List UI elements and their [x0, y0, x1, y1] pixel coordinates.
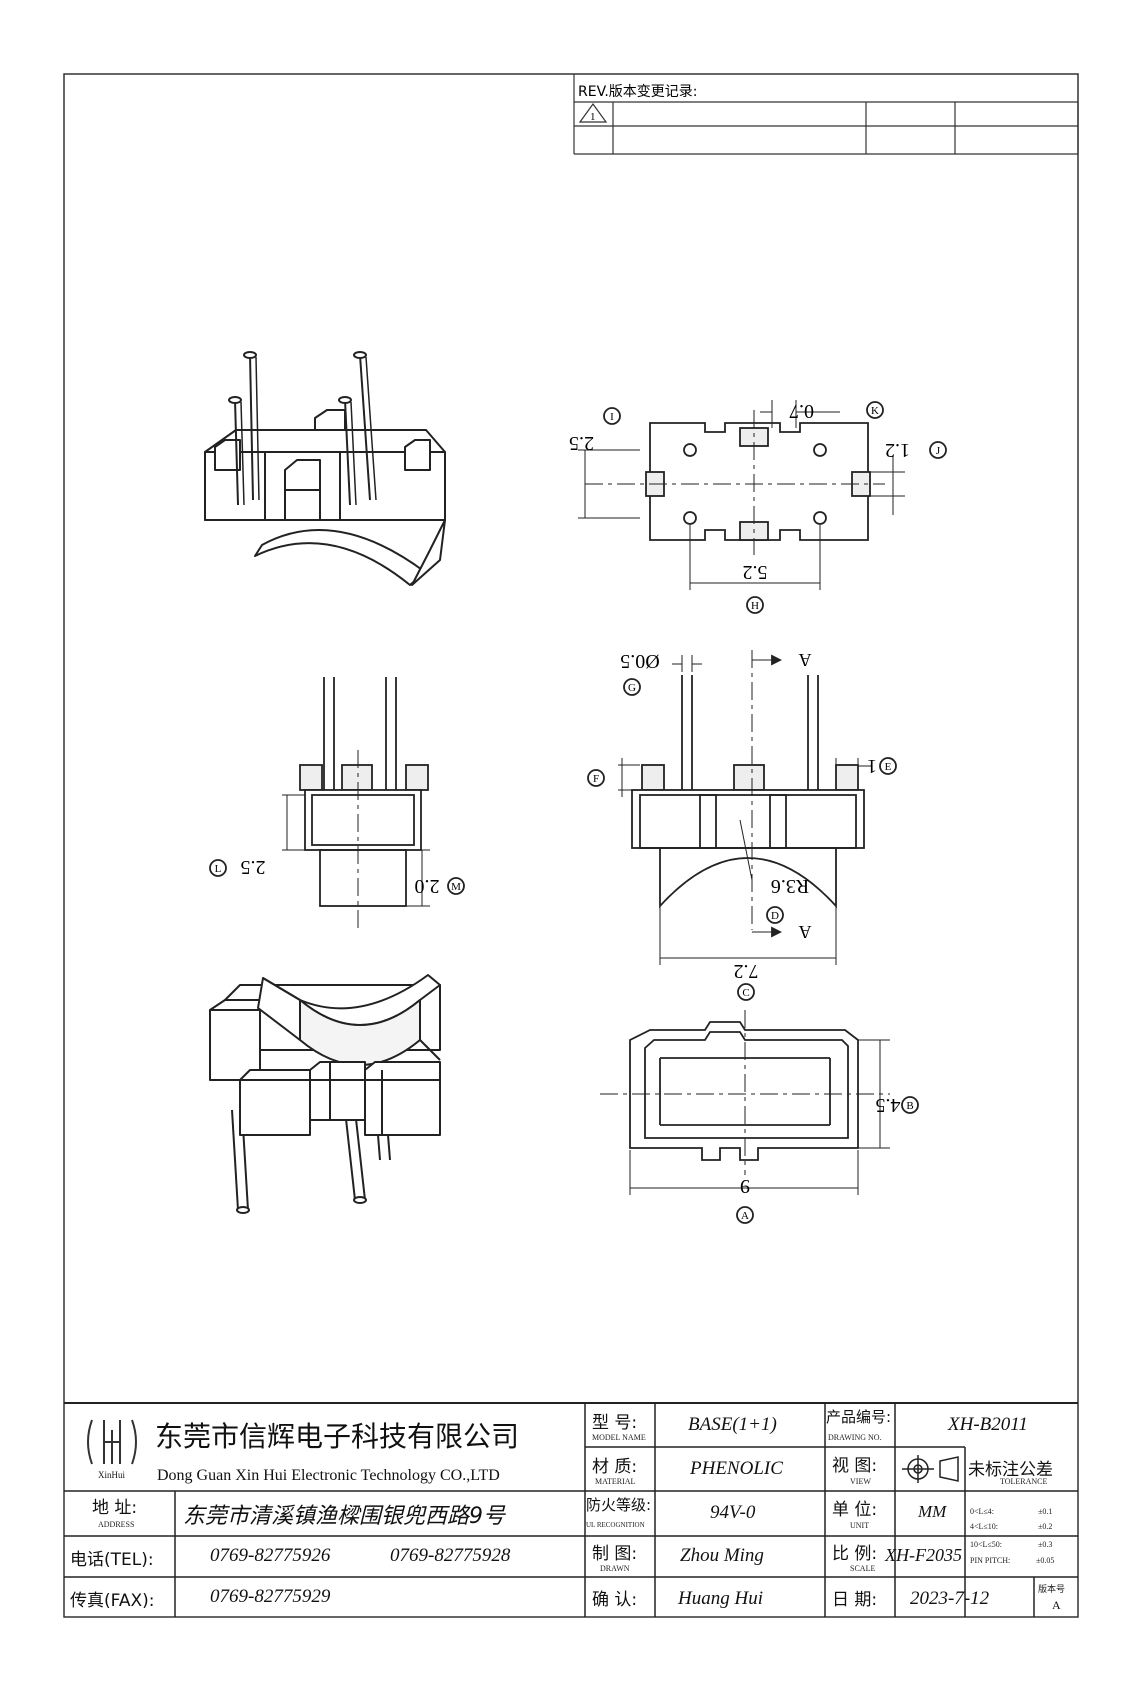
- drawn-label: 制 图:: [592, 1544, 638, 1564]
- projection-symbol-icon: [902, 1455, 959, 1483]
- dim-h: 5.2: [743, 561, 768, 583]
- address-value: 东莞市清溪镇渔樑围银兜西路9号: [183, 1504, 505, 1529]
- section-mark-bottom: A: [799, 922, 812, 942]
- tolerance-range-1: 4<L≤10:: [970, 1522, 999, 1531]
- drawing-no-sub: DRAWING NO.: [828, 1433, 882, 1442]
- tolerance-range-3: PIN PITCH:: [970, 1556, 1011, 1565]
- isometric-view-bottom: [209, 974, 441, 1214]
- label-i: I: [610, 411, 614, 423]
- confirm-value: Huang Hui: [678, 1588, 763, 1609]
- label-h: H: [751, 600, 759, 612]
- dim-b: 4.5: [876, 1094, 901, 1116]
- dim-i: 2.5: [569, 432, 594, 454]
- label-f: F: [593, 773, 599, 785]
- view-label: 视 图:: [832, 1456, 878, 1476]
- fax-value: 0769-82775929: [210, 1586, 331, 1607]
- tolerance-value-1: ±0.2: [1038, 1522, 1053, 1531]
- revision-triangle-icon: [578, 102, 608, 123]
- sheet-border: [63, 73, 1079, 1618]
- model-value: BASE(1+1): [688, 1414, 777, 1435]
- dim-m: 2.0: [415, 875, 440, 897]
- company-name-cn: 东莞市信辉电子科技有限公司: [155, 1420, 520, 1453]
- tolerance-value-2: ±0.3: [1038, 1540, 1053, 1549]
- tel-label: 电话(TEL):: [70, 1550, 154, 1570]
- logo-icon: [87, 1419, 137, 1465]
- dim-a: 9: [740, 1175, 750, 1197]
- unit-sub: UNIT: [850, 1521, 870, 1530]
- material-value: PHENOLIC: [690, 1458, 783, 1479]
- confirm-label: 确 认:: [592, 1590, 638, 1610]
- material-sub: MATERIAL: [595, 1477, 636, 1486]
- section-mark-top: A: [799, 650, 812, 670]
- fire-rating-label: 防火等级:: [586, 1496, 652, 1514]
- tolerance-value-3: ±0.05: [1036, 1556, 1055, 1565]
- tolerance-range-2: 10<L≤50:: [970, 1540, 1003, 1549]
- tel-value-2: 0769-82775928: [390, 1545, 511, 1566]
- drawing-no-label: 产品编号:: [826, 1408, 892, 1426]
- side-view: [209, 677, 465, 930]
- revision-table: [573, 74, 1079, 155]
- address-sub: ADDRESS: [98, 1520, 135, 1529]
- fire-rating-value: 94V-0: [710, 1502, 756, 1523]
- bottom-view: [600, 1010, 919, 1224]
- drawing-no-value: XH-B2011: [948, 1414, 1028, 1435]
- dim-c: 7.2: [734, 960, 759, 982]
- date-label: 日 期:: [832, 1590, 878, 1610]
- label-k: K: [871, 405, 879, 417]
- fax-label: 传真(FAX):: [70, 1591, 155, 1611]
- dim-l: 2.5: [241, 856, 266, 878]
- model-sub: MODEL NAME: [592, 1433, 646, 1442]
- scale-sub: SCALE: [850, 1564, 876, 1573]
- drawn-value: Zhou Ming: [680, 1545, 764, 1566]
- tolerance-value-0: ±0.1: [1038, 1507, 1053, 1516]
- dim-j: 1.2: [885, 439, 910, 461]
- top-view: [578, 400, 947, 614]
- label-m: M: [451, 881, 461, 893]
- label-d: D: [771, 910, 779, 922]
- tel-value-1: 0769-82775926: [210, 1545, 331, 1566]
- label-j: J: [936, 445, 941, 457]
- tolerance-label: 未标注公差: [968, 1460, 1053, 1480]
- unit-value: MM: [918, 1502, 947, 1521]
- scale-label: 比 例:: [832, 1544, 878, 1564]
- tolerance-range-0: 0<L≤4:: [970, 1507, 995, 1516]
- version-value: A: [1052, 1598, 1061, 1612]
- dim-g: Ø0.5: [620, 650, 659, 672]
- label-g: G: [628, 682, 636, 694]
- model-label: 型 号:: [592, 1413, 638, 1433]
- label-c: C: [742, 987, 749, 999]
- front-view: [587, 650, 897, 1001]
- isometric-view-top: [204, 351, 446, 586]
- dim-k: 0.7: [789, 400, 814, 422]
- label-l: L: [215, 863, 222, 875]
- address-label: 地 址:: [92, 1498, 138, 1518]
- logo-text: XinHui: [98, 1470, 125, 1480]
- unit-label: 单 位:: [832, 1500, 878, 1520]
- version-label: 版本号: [1038, 1585, 1066, 1595]
- date-value: 2023-7-12: [910, 1588, 990, 1609]
- label-e: E: [885, 761, 892, 773]
- dim-d: R3.6: [771, 875, 809, 897]
- scale-value: XH-F2035: [885, 1545, 962, 1565]
- material-label: 材 质:: [592, 1457, 638, 1477]
- revision-header: REV.版本变更记录:: [578, 84, 698, 100]
- revision-symbol: 1: [590, 111, 596, 123]
- view-sub: VIEW: [850, 1477, 871, 1486]
- label-a: A: [741, 1210, 749, 1222]
- drawn-sub: DRAWN: [600, 1564, 630, 1573]
- dim-e: 1: [867, 755, 877, 777]
- company-name-en: Dong Guan Xin Hui Electronic Technology …: [157, 1467, 500, 1484]
- fire-rating-sub: UL RECOGNITION: [586, 1521, 645, 1529]
- label-b: B: [906, 1100, 913, 1112]
- title-block-grid: [64, 1402, 1078, 1617]
- tolerance-sub: TOLERANCE: [1000, 1477, 1048, 1486]
